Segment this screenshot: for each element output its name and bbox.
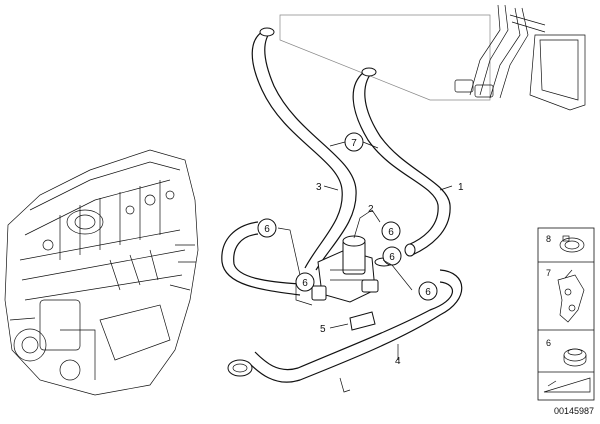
hose-clamp-icon: [559, 235, 585, 253]
hose-4-outer-edge: [254, 281, 453, 371]
callout-3: 3: [316, 182, 322, 193]
bracket-5: [349, 311, 376, 331]
retaining-clip-icon: [557, 269, 585, 323]
callout-4: 4: [395, 356, 401, 367]
ring-callout-b-label: 6: [302, 278, 308, 289]
callout-2: 2: [368, 204, 374, 215]
engine-return-hose: [221, 221, 301, 296]
hose-4: [247, 269, 463, 383]
ring-callout-c-label: 6: [388, 227, 394, 238]
heater-core-illustration: [279, 4, 586, 111]
diagram-reference-number: 00145987: [554, 406, 594, 416]
hose-3-outer-edge: [264, 29, 357, 271]
hose-3-end: [259, 27, 275, 37]
water-valve-assembly: [311, 235, 394, 303]
sealing-ring-icon: [563, 348, 587, 367]
callout-5: 5: [320, 324, 326, 335]
ring-callout-c: 6: [381, 221, 401, 241]
callout-1: 1: [458, 182, 464, 193]
ring-callout-b: 6: [295, 272, 315, 292]
parts-legend-panel: 8 7 6: [537, 227, 595, 401]
legend-item-c-number: 6: [546, 338, 551, 348]
ring-callout-e-label: 6: [425, 287, 431, 298]
clamp-callout-label: 7: [351, 138, 357, 149]
engine-block-illustration: [4, 149, 199, 396]
ring-callout-a: 6: [257, 218, 277, 238]
legend-item-b-number: 7: [546, 268, 551, 278]
ring-callout-a-label: 6: [264, 224, 270, 235]
clamp-callout: 7: [344, 132, 364, 152]
hose-1-valve-end: [404, 243, 416, 257]
ring-callout-d-label: 6: [389, 252, 395, 263]
hose-3: [251, 31, 343, 269]
ring-callout-e: 6: [418, 281, 438, 301]
hose-1: [352, 71, 439, 246]
bolt-shim-icon: [543, 377, 591, 393]
ring-callout-d: 6: [382, 246, 402, 266]
hose-1-end: [361, 67, 377, 77]
hose-1-outer-edge: [364, 69, 451, 256]
legend-item-a-number: 8: [546, 234, 551, 244]
engine-return-hose-outer-edge: [233, 233, 301, 285]
hose-4-end-connector: [227, 359, 253, 377]
